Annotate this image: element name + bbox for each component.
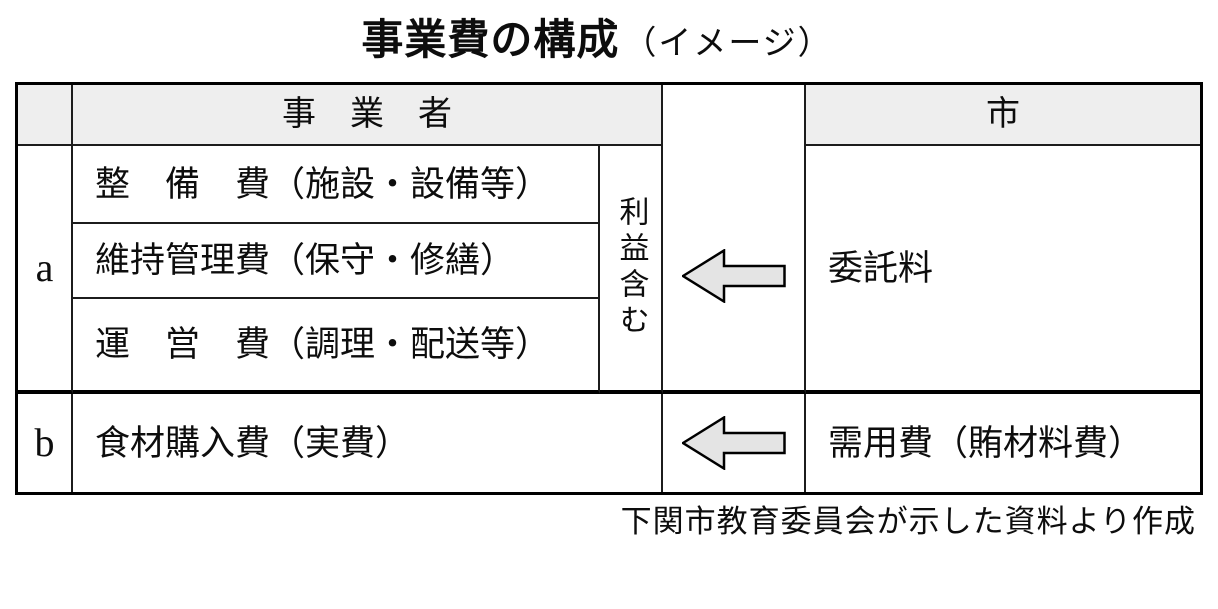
item-label: 食材購入費（実費） [95, 423, 411, 463]
row-a-item-operation: 運 営 費（調理・配送等） [73, 299, 600, 394]
source-attribution: 下関市教育委員会が示した資料より作成 [620, 504, 1196, 539]
item-label: 維持管理費（保守・修繕） [95, 241, 516, 280]
row-b-city-cell: 需用費（賄材料費） [806, 394, 1200, 492]
header-operator-label: 事 業 者 [282, 95, 452, 133]
cost-structure-table: 事 業 者 市 a 整 備 費（施設・設備等） 維持管理費（保守・修繕） 運 営… [15, 82, 1203, 495]
left-arrow-icon [680, 248, 786, 304]
page-title: 事業費の構成（イメージ） [0, 6, 1206, 67]
row-a-item-maintenance-facility: 整 備 費（施設・設備等） [73, 146, 600, 224]
profit-note-vertical-label: 利益含む [614, 196, 648, 340]
arrow-column-cell-a [663, 85, 806, 394]
item-label: 運 営 費（調理・配送等） [95, 325, 551, 364]
row-a-city-cell: 委託料 [806, 146, 1200, 394]
row-a-label: a [35, 245, 54, 290]
header-corner-cell [18, 85, 73, 146]
header-city-cell: 市 [806, 85, 1200, 146]
header-operator-cell: 事 業 者 [73, 85, 663, 146]
city-item-label: 需用費（賄材料費） [828, 423, 1144, 463]
title-sub: （イメージ） [623, 26, 833, 62]
row-a-profit-note-cell: 利益含む [600, 146, 663, 394]
row-a-label-cell: a [18, 146, 73, 394]
title-main: 事業費の構成 [361, 16, 620, 63]
item-label: 整 備 費（施設・設備等） [95, 164, 551, 204]
row-b-item-food-purchase: 食材購入費（実費） [73, 394, 663, 492]
header-city-label: 市 [986, 95, 1020, 133]
row-a-item-upkeep: 維持管理費（保守・修繕） [73, 224, 600, 299]
arrow-column-cell-b [663, 394, 806, 492]
row-b-label-cell: b [18, 394, 73, 492]
left-block-arrow-b [681, 416, 786, 470]
row-b-label: b [34, 420, 55, 465]
left-block-arrow-a [680, 248, 786, 304]
city-item-label: 委託料 [828, 248, 934, 288]
